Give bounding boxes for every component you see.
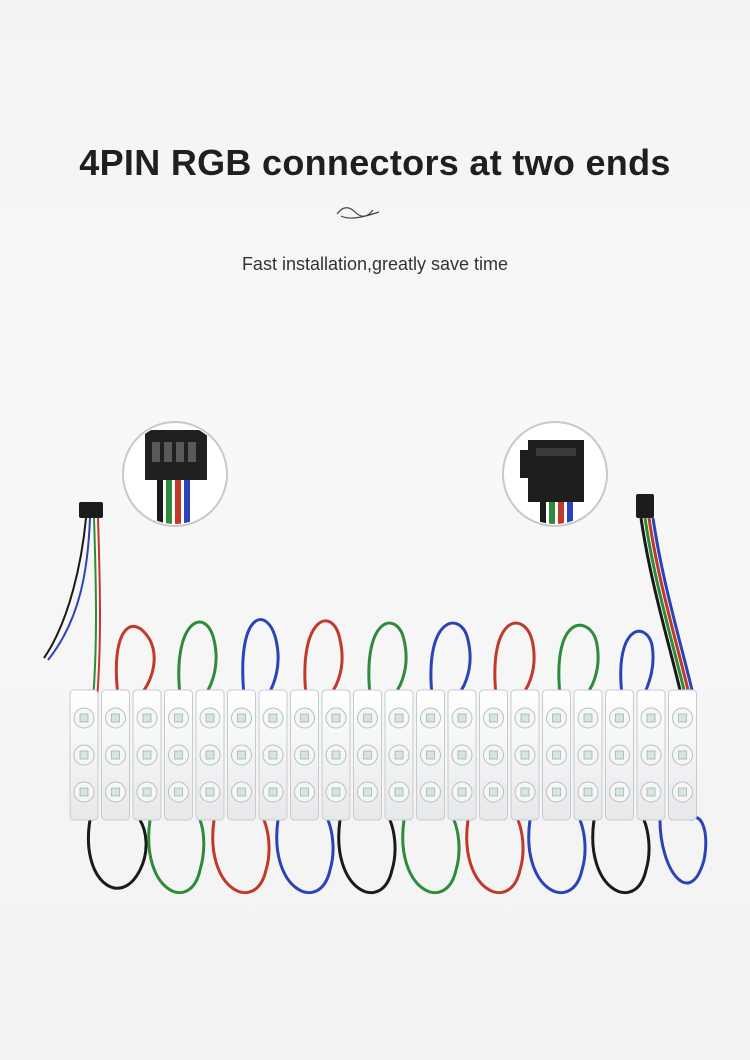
led-module bbox=[510, 689, 540, 821]
led-chip bbox=[426, 713, 435, 723]
led-chip bbox=[615, 787, 624, 797]
led-chip bbox=[678, 787, 687, 797]
led-chip bbox=[552, 787, 561, 797]
led-chip bbox=[111, 750, 120, 760]
led-chip bbox=[583, 750, 593, 760]
led-module bbox=[384, 689, 414, 821]
upper-wire-loops bbox=[114, 618, 655, 697]
led-chip bbox=[79, 787, 89, 797]
led-module bbox=[479, 689, 508, 821]
led-chip bbox=[111, 787, 120, 797]
led-chip bbox=[331, 713, 341, 723]
led-module bbox=[668, 689, 697, 821]
squiggle-ornament-icon bbox=[336, 207, 380, 219]
led-chip bbox=[331, 750, 341, 760]
led-chip bbox=[646, 713, 656, 723]
right-input-connector bbox=[636, 494, 694, 691]
led-module bbox=[69, 689, 99, 821]
led-chip bbox=[426, 750, 435, 760]
led-module bbox=[290, 689, 319, 821]
led-chip bbox=[363, 787, 372, 797]
led-module bbox=[447, 689, 477, 821]
right-connector-zoom bbox=[502, 421, 608, 527]
led-chip bbox=[300, 787, 309, 797]
led-chip bbox=[457, 713, 467, 723]
led-chip bbox=[205, 713, 215, 723]
led-module bbox=[258, 689, 288, 821]
led-module bbox=[321, 689, 351, 821]
led-chip bbox=[489, 787, 498, 797]
led-chip bbox=[174, 750, 183, 760]
led-chip bbox=[79, 713, 89, 723]
led-chip bbox=[678, 750, 687, 760]
led-module bbox=[636, 689, 666, 821]
led-chip bbox=[205, 750, 215, 760]
led-chip bbox=[174, 713, 183, 723]
led-chip bbox=[615, 713, 624, 723]
led-chip bbox=[331, 787, 341, 797]
lower-wire-loops bbox=[87, 816, 708, 895]
led-chip bbox=[457, 750, 467, 760]
led-chip bbox=[268, 750, 278, 760]
led-chip bbox=[394, 787, 404, 797]
left-input-connector bbox=[43, 502, 103, 711]
led-chip bbox=[646, 750, 656, 760]
led-module bbox=[195, 689, 225, 821]
page-title: 4PIN RGB connectors at two ends bbox=[79, 142, 671, 183]
led-chip bbox=[142, 750, 152, 760]
led-chip bbox=[142, 713, 152, 723]
led-chip bbox=[678, 713, 687, 723]
led-chip bbox=[646, 787, 656, 797]
led-module-strip bbox=[69, 689, 697, 821]
led-chip bbox=[583, 787, 593, 797]
led-chip bbox=[615, 750, 624, 760]
led-chip bbox=[394, 750, 404, 760]
led-module bbox=[227, 689, 256, 821]
led-chip bbox=[300, 750, 309, 760]
led-chip bbox=[79, 750, 89, 760]
led-module bbox=[132, 689, 162, 821]
led-chip bbox=[237, 713, 246, 723]
led-chip bbox=[363, 713, 372, 723]
led-chip bbox=[142, 787, 152, 797]
led-chip bbox=[111, 713, 120, 723]
led-module bbox=[573, 689, 603, 821]
led-chip bbox=[520, 713, 530, 723]
left-connector-zoom bbox=[122, 421, 228, 527]
led-module-photo bbox=[43, 421, 708, 895]
led-chip bbox=[268, 713, 278, 723]
led-module bbox=[164, 689, 193, 821]
led-chip bbox=[174, 787, 183, 797]
led-chip bbox=[237, 750, 246, 760]
led-chip bbox=[268, 787, 278, 797]
led-module bbox=[605, 689, 634, 821]
led-chip bbox=[300, 713, 309, 723]
led-module bbox=[542, 689, 571, 821]
led-chip bbox=[520, 750, 530, 760]
led-chip bbox=[552, 713, 561, 723]
led-chip bbox=[237, 787, 246, 797]
led-chip bbox=[552, 750, 561, 760]
led-module bbox=[353, 689, 382, 821]
led-chip bbox=[520, 787, 530, 797]
led-chip bbox=[489, 713, 498, 723]
led-chip bbox=[583, 713, 593, 723]
led-chip bbox=[489, 750, 498, 760]
led-chip bbox=[363, 750, 372, 760]
led-chip bbox=[426, 787, 435, 797]
led-module bbox=[416, 689, 445, 821]
page-subtitle: Fast installation,greatly save time bbox=[241, 254, 509, 274]
led-chip bbox=[457, 787, 467, 797]
led-module bbox=[101, 689, 130, 821]
led-chip bbox=[205, 787, 215, 797]
led-chip bbox=[394, 713, 404, 723]
